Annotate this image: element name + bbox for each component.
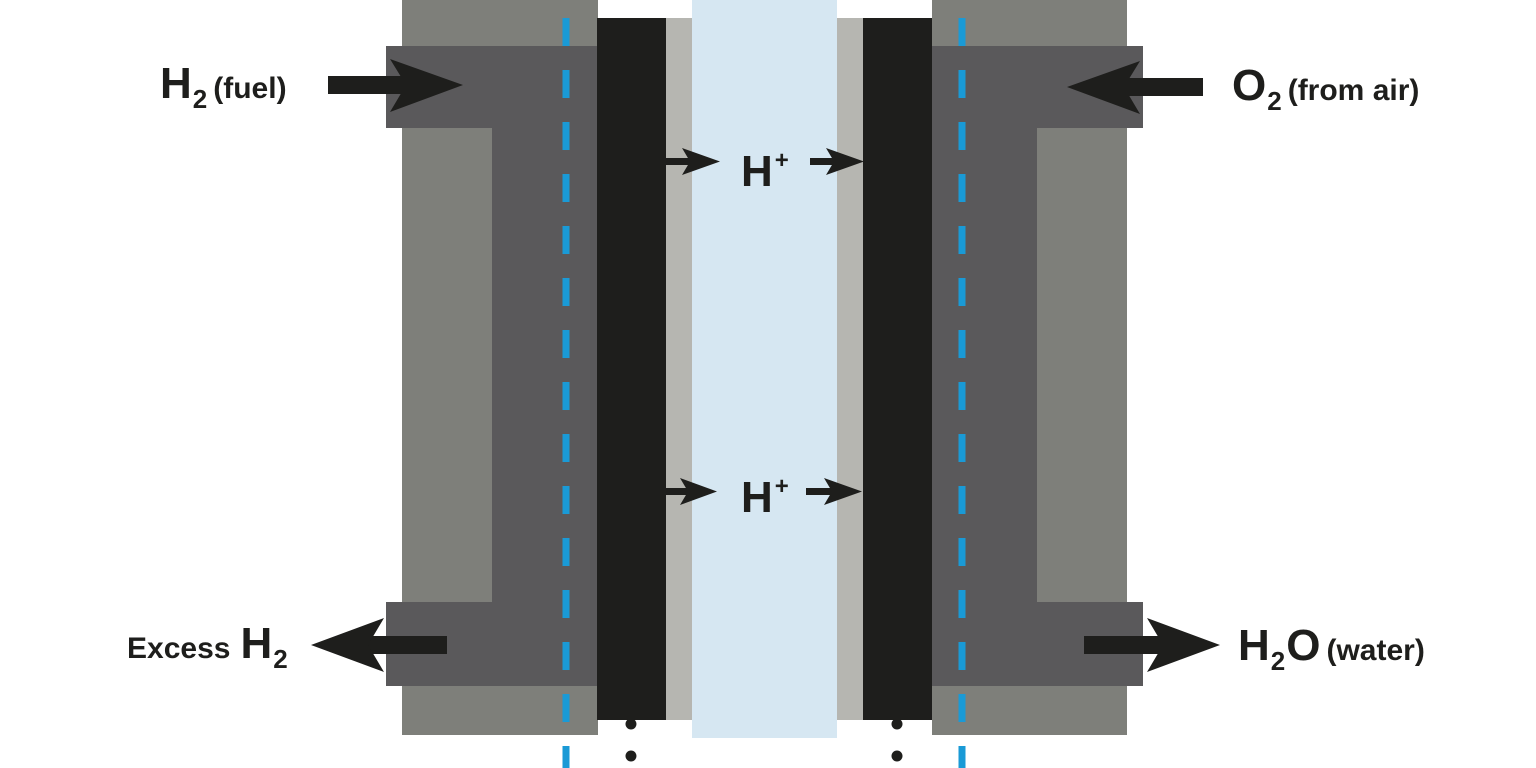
excess-h2-outlet-arrow xyxy=(311,618,447,672)
cathode-dot xyxy=(891,750,903,762)
proton-label-upper: H+ xyxy=(741,147,789,196)
proton-arrow-lower-left xyxy=(666,478,717,505)
o2-air-label: O2(from air) xyxy=(1232,61,1419,116)
proton-label-lower: H+ xyxy=(741,473,789,522)
electrolyte-membrane xyxy=(692,0,837,738)
proton-arrow-lower-right xyxy=(806,478,862,505)
anode-electrode xyxy=(597,18,666,720)
h2-inlet-arrow xyxy=(328,59,463,112)
o2-inlet-arrow xyxy=(1067,61,1203,114)
proton-arrow-upper-left xyxy=(666,148,720,175)
h2-fuel-label: H2(fuel) xyxy=(160,59,287,114)
cathode-gas-channel xyxy=(932,46,1143,686)
anode-dot xyxy=(625,718,637,730)
h2o-water-label: H2O(water) xyxy=(1238,621,1425,676)
anode-dot xyxy=(625,750,637,762)
water-outlet-arrow xyxy=(1084,618,1220,672)
anode-gas-channel xyxy=(386,46,598,686)
anode-catalyst-layer xyxy=(666,18,692,720)
cathode-catalyst-layer xyxy=(837,18,863,720)
cathode-electrode xyxy=(863,18,932,720)
cathode-dot xyxy=(891,718,903,730)
proton-arrow-upper-right xyxy=(810,148,864,175)
